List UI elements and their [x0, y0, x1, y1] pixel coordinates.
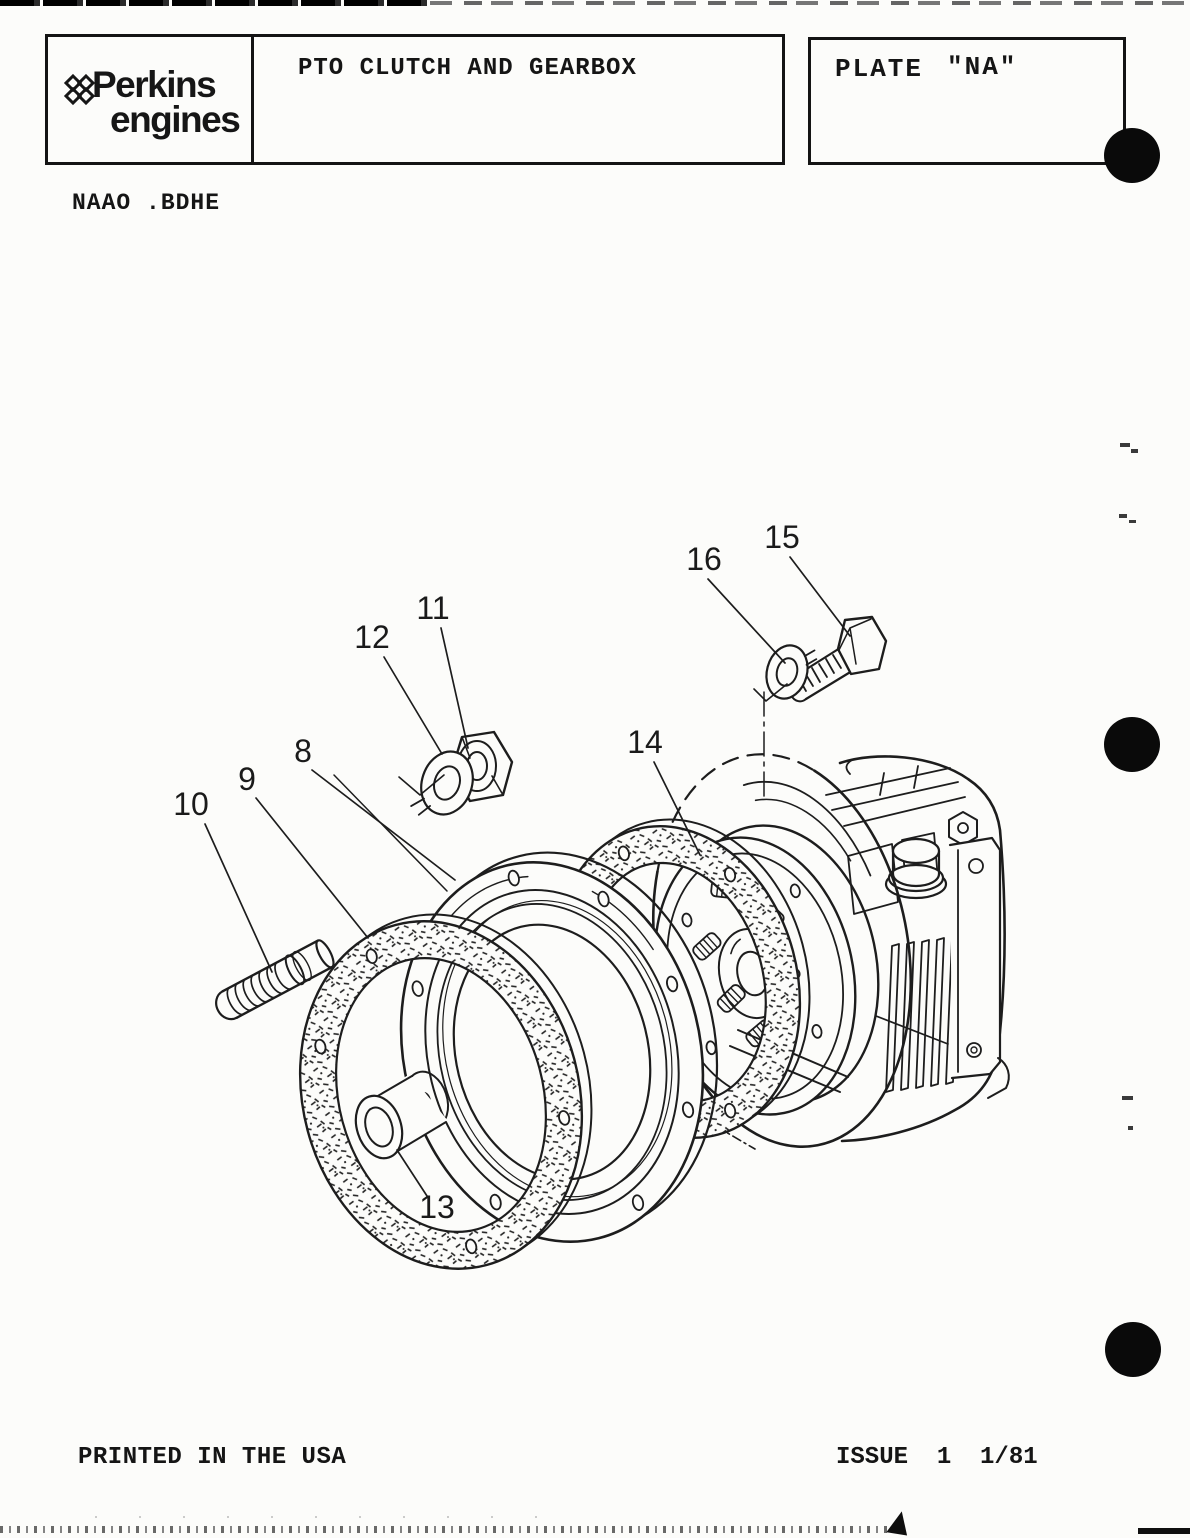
vent-nut — [948, 811, 978, 846]
callout-number-8: 8 — [294, 733, 312, 769]
leader-line-15 — [789, 556, 851, 637]
spring-washer-12 — [410, 750, 474, 816]
leader-line-8 — [311, 769, 456, 881]
plate-box: PLATE "NA" — [808, 37, 1126, 165]
callout-number-14: 14 — [627, 724, 663, 760]
spring-washer-16 — [765, 644, 818, 700]
front-gasket — [298, 913, 593, 1270]
callout-number-10: 10 — [173, 786, 209, 822]
mounting-flange — [948, 836, 1002, 1080]
punch-hole-mark — [1105, 1322, 1161, 1377]
callout-number-13: 13 — [419, 1189, 455, 1225]
position-chevron — [753, 683, 788, 702]
page-title: PTO CLUTCH AND GEARBOX — [298, 55, 637, 82]
leader-line-9 — [255, 797, 369, 939]
title-cell: PTO CLUTCH AND GEARBOX — [254, 37, 782, 162]
punch-hole-mark — [1104, 128, 1160, 183]
scan-speck — [1131, 449, 1138, 453]
footer-issue-note: ISSUE 1 1/81 — [836, 1444, 1038, 1471]
plate-label: PLATE — [835, 54, 924, 84]
callout-number-11: 11 — [416, 590, 449, 626]
scan-faint-dots — [95, 1516, 565, 1518]
stud — [215, 939, 335, 1021]
brand-logo-cell: Perkins engines — [48, 37, 254, 162]
leader-line-12 — [383, 656, 443, 755]
filler-cap — [884, 837, 948, 900]
alignment-line — [333, 774, 448, 892]
brand-name-line1: Perkins — [92, 64, 217, 105]
document-code: NAAO .BDHE — [72, 190, 221, 216]
scan-speck — [1129, 520, 1136, 523]
scan-speck — [1128, 1126, 1133, 1130]
brand-name-line2: engines — [110, 99, 241, 140]
plate-value: "NA" — [947, 52, 1018, 82]
perkins-squares-icon — [63, 73, 96, 106]
punch-hole-mark — [1104, 717, 1160, 772]
callout-number-12: 12 — [354, 619, 390, 655]
gearbox-housing — [825, 755, 1010, 1143]
scan-speck — [1119, 514, 1127, 518]
scan-edge-artifact-top-right — [430, 1, 1190, 5]
callout-number-16: 16 — [686, 541, 722, 577]
scan-edge-artifact-bottom-right — [1138, 1528, 1190, 1534]
scan-edge-artifact-bottom — [0, 1526, 905, 1533]
leader-line-13 — [396, 1149, 428, 1197]
scan-speck — [1122, 1096, 1133, 1100]
position-chevron — [398, 774, 445, 796]
footer-printed-note: PRINTED IN THE USA — [78, 1444, 347, 1471]
callout-layer: 8 9 10 11 12 13 14 15 16 — [173, 519, 851, 1225]
scan-speck — [1120, 443, 1130, 447]
leader-line-10 — [204, 823, 273, 973]
scan-edge-artifact-top — [0, 0, 430, 6]
leader-line-11 — [440, 627, 469, 749]
header-box: Perkins engines PTO CLUTCH AND GEARBOX — [45, 34, 785, 165]
callout-number-9: 9 — [238, 761, 256, 797]
leader-line-16 — [707, 578, 786, 664]
bush — [354, 1070, 450, 1160]
leader-line-14 — [653, 761, 701, 856]
callout-number-15: 15 — [764, 519, 800, 555]
